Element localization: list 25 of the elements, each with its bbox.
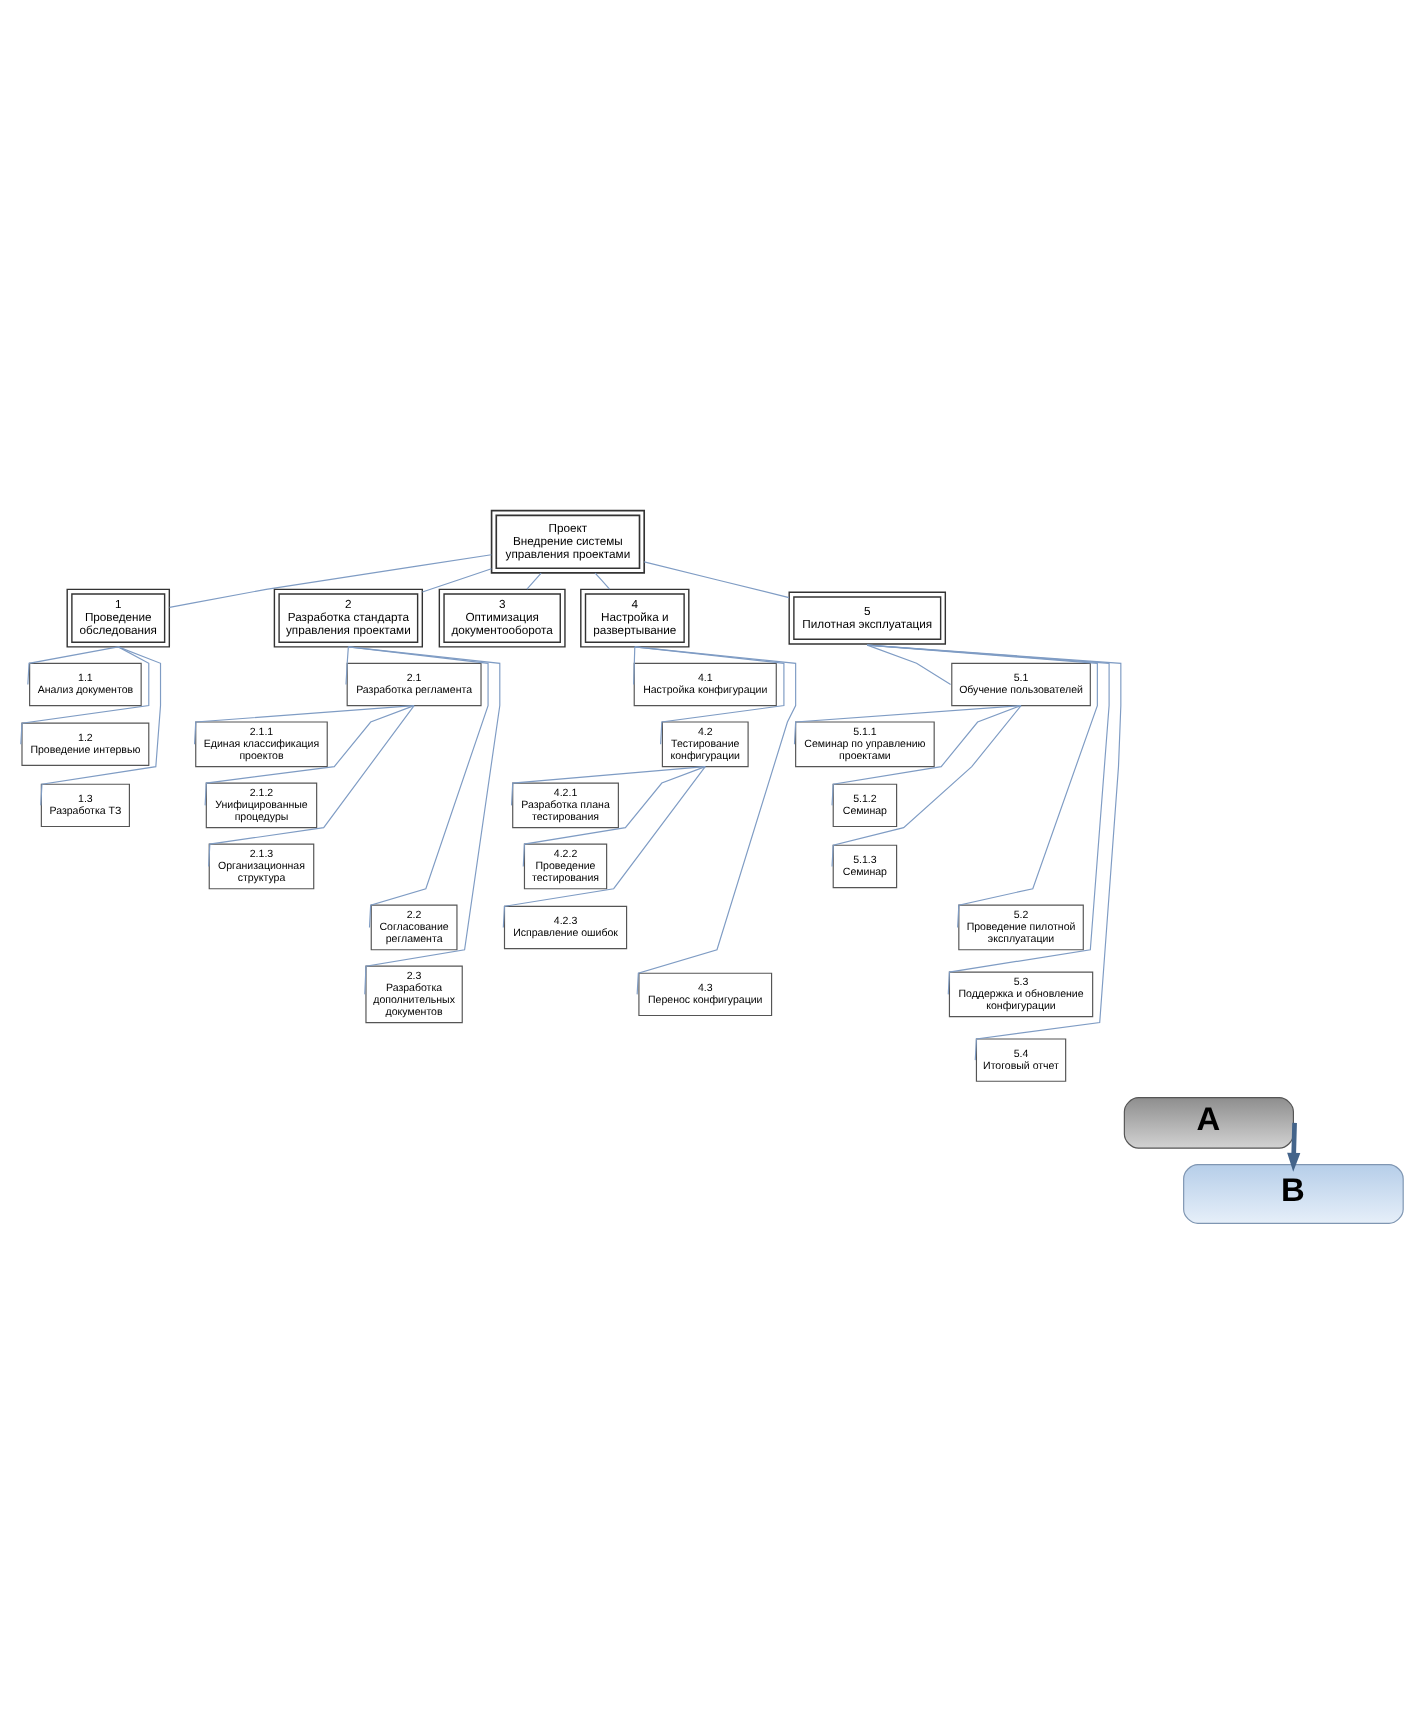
connector bbox=[204, 704, 415, 805]
connector bbox=[831, 704, 1022, 805]
connector bbox=[793, 704, 1022, 744]
connector bbox=[526, 571, 542, 589]
node-box: B bbox=[1183, 1163, 1404, 1223]
connector bbox=[208, 704, 415, 866]
connector bbox=[522, 765, 706, 866]
connector bbox=[633, 645, 636, 685]
connector bbox=[594, 571, 611, 589]
connector bbox=[421, 567, 492, 592]
connector bbox=[345, 645, 349, 685]
connector bbox=[510, 765, 706, 805]
connector bbox=[20, 645, 150, 744]
connector bbox=[866, 643, 1122, 1060]
connector bbox=[643, 560, 790, 598]
arrow bbox=[1287, 1121, 1301, 1171]
connector bbox=[866, 643, 1110, 994]
connector bbox=[194, 704, 415, 744]
connector bbox=[502, 765, 706, 928]
connector bbox=[866, 643, 1098, 928]
connector bbox=[866, 643, 952, 685]
connector bbox=[169, 553, 492, 607]
node-box: A bbox=[1123, 1096, 1294, 1148]
connector bbox=[40, 645, 162, 805]
connector bbox=[27, 645, 119, 685]
